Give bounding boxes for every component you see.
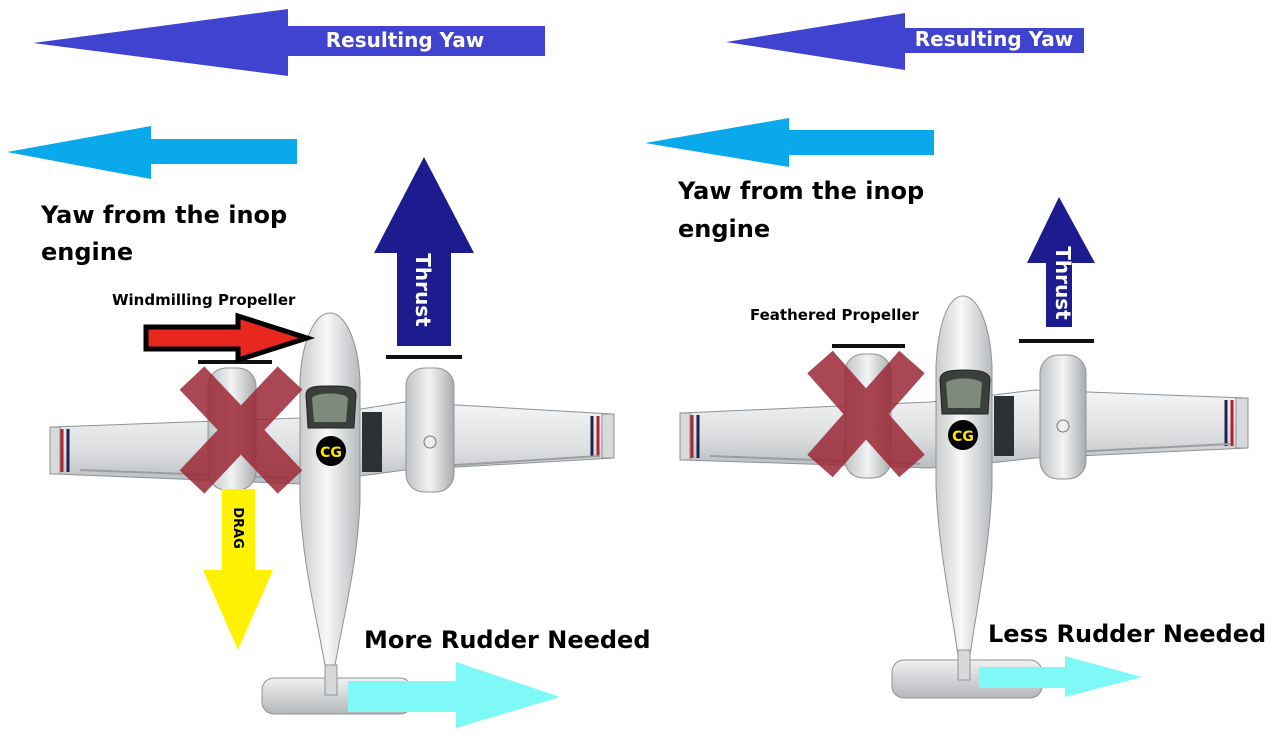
right-resulting-yaw-arrow: Resulting Yaw (726, 13, 1084, 70)
left-thrust-label: Thrust (411, 253, 435, 327)
right-cg-label: CG (952, 429, 974, 445)
feathered-propeller-label: Feathered Propeller (750, 306, 920, 324)
left-resulting-yaw-label: Resulting Yaw (326, 28, 485, 52)
right-cg-badge (948, 420, 978, 450)
right-panel: Resulting Yaw Yaw from the inop engine (645, 13, 1266, 699)
drag-label: DRAG (230, 507, 245, 549)
left-inop-yaw-line1: Yaw from the inop (40, 201, 287, 229)
right-thrust-arrow: Thrust (1027, 197, 1095, 327)
right-inop-yaw-arrow (645, 118, 934, 167)
left-rudder-arrow (348, 662, 560, 728)
less-rudder-needed-label: Less Rudder Needed (988, 620, 1266, 648)
right-thrust-label: Thrust (1051, 246, 1075, 320)
windmilling-propeller-label: Windmilling Propeller (112, 291, 296, 309)
left-inop-yaw-line2: engine (41, 238, 133, 266)
right-rudder-arrow (979, 656, 1142, 697)
left-inop-engine-cross (179, 366, 303, 494)
left-panel: Resulting Yaw Yaw from the inop engine (7, 9, 651, 728)
drag-arrow: DRAG (203, 489, 273, 650)
left-cg-label: CG (320, 445, 342, 461)
right-inop-yaw-line2: engine (678, 215, 770, 243)
right-resulting-yaw-label: Resulting Yaw (915, 27, 1074, 51)
left-cg-badge (316, 436, 346, 466)
left-inop-yaw-arrow (7, 126, 297, 179)
windmill-arrow (143, 312, 316, 364)
right-inop-yaw-line1: Yaw from the inop (677, 177, 924, 205)
more-rudder-needed-label: More Rudder Needed (364, 626, 651, 654)
left-resulting-yaw-arrow: Resulting Yaw (33, 9, 545, 76)
right-inop-engine-cross (807, 350, 925, 478)
left-thrust-arrow: Thrust (374, 157, 474, 346)
